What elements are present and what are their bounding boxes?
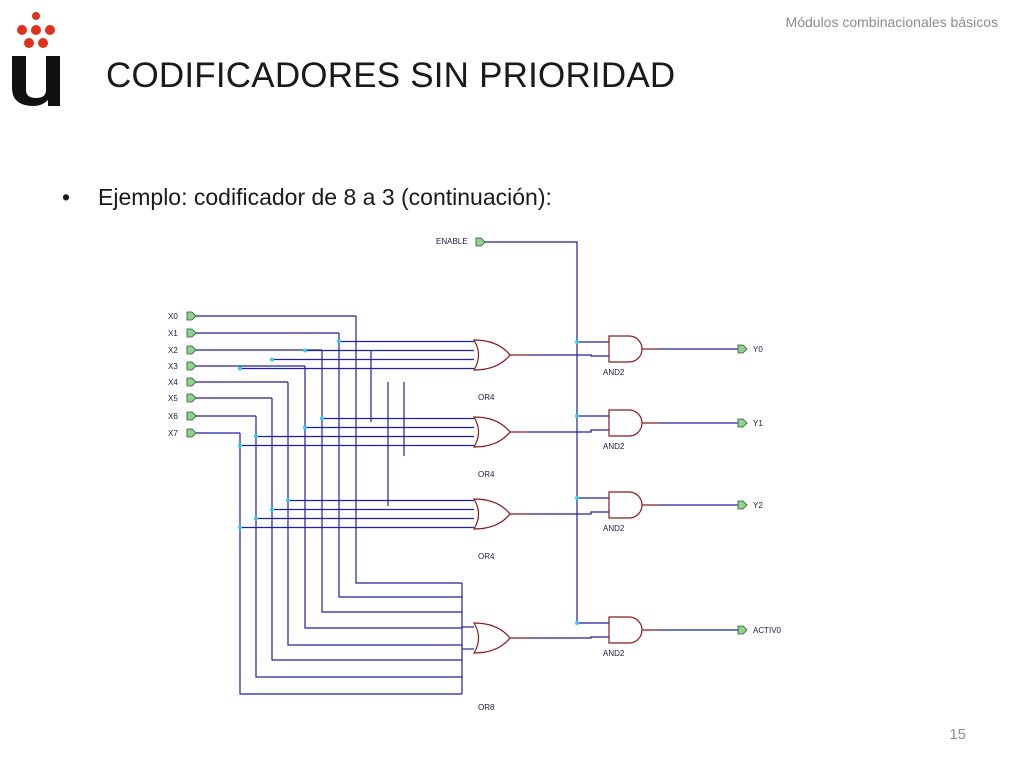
bullet-item: • Ejemplo: codificador de 8 a 3 (continua… bbox=[62, 184, 552, 211]
and-gate-label-2: AND2 bbox=[603, 442, 625, 451]
or-gate-label-1: OR4 bbox=[478, 393, 495, 402]
junction-node bbox=[238, 366, 242, 371]
junction-node bbox=[254, 516, 258, 521]
input-label-x1: X1 bbox=[168, 329, 178, 338]
or-to-and-wire bbox=[530, 636, 609, 639]
junction-node bbox=[254, 434, 258, 439]
input-label-x2: X2 bbox=[168, 346, 178, 355]
input-drop-wire bbox=[255, 416, 462, 678]
input-label-x0: X0 bbox=[168, 312, 178, 321]
wires bbox=[196, 241, 738, 695]
junction-node bbox=[303, 425, 307, 430]
junction-node bbox=[337, 339, 341, 344]
junction-node bbox=[320, 416, 324, 421]
and-gate-1 bbox=[608, 335, 643, 363]
or-to-and-wire bbox=[530, 354, 609, 357]
input-label-x3: X3 bbox=[168, 362, 178, 371]
labels: X0X1X2X3X4X5X6X7OR4OR4OR4OR8ENABLEAND2Y0… bbox=[168, 237, 782, 712]
and-gate-label-3: AND2 bbox=[603, 524, 625, 533]
input-drop-wire bbox=[304, 366, 462, 629]
input-drop-wire bbox=[321, 350, 462, 613]
junction-nodes bbox=[238, 339, 579, 625]
and-gate-label-1: AND2 bbox=[603, 368, 625, 377]
input-label-x4: X4 bbox=[168, 378, 178, 387]
university-logo bbox=[12, 12, 60, 106]
page-number: 15 bbox=[949, 726, 966, 743]
input-port-x1 bbox=[186, 328, 197, 338]
input-port-x3 bbox=[186, 361, 197, 371]
or-to-and-wire bbox=[530, 429, 609, 433]
or-gate-2 bbox=[472, 416, 511, 448]
input-drop-wire bbox=[338, 333, 462, 598]
input-label-x7: X7 bbox=[168, 429, 178, 438]
or-gate-label-3: OR4 bbox=[478, 552, 495, 561]
junction-node bbox=[286, 498, 290, 503]
or-gate-label-2: OR4 bbox=[478, 470, 495, 479]
bullet-icon: • bbox=[62, 184, 71, 210]
input-drop-wire bbox=[355, 316, 462, 584]
or-gate-3 bbox=[472, 498, 511, 530]
junction-node bbox=[270, 507, 274, 512]
page-title: CODIFICADORES SIN PRIORIDAD bbox=[106, 56, 676, 95]
junction-node bbox=[238, 525, 242, 530]
input-port-x5 bbox=[186, 393, 197, 403]
output-port-y1 bbox=[737, 418, 748, 428]
output-port-y2 bbox=[737, 500, 748, 510]
enable-label: ENABLE bbox=[436, 237, 468, 246]
input-drop-wire bbox=[271, 398, 462, 661]
output-label-activ0: ACTIV0 bbox=[753, 626, 782, 635]
or-gate-4 bbox=[472, 622, 511, 654]
input-drop-wire bbox=[239, 433, 462, 695]
junction-node bbox=[575, 621, 579, 625]
junction-node bbox=[270, 357, 274, 362]
and-gate-4 bbox=[608, 616, 643, 644]
input-port-x2 bbox=[186, 345, 197, 355]
input-port-x4 bbox=[186, 377, 197, 387]
junction-node bbox=[238, 443, 242, 448]
input-label-x6: X6 bbox=[168, 412, 178, 421]
or-gate-label-4: OR8 bbox=[478, 703, 495, 712]
junction-node bbox=[575, 414, 579, 418]
and-gate-3 bbox=[608, 491, 643, 519]
input-port-x6 bbox=[186, 411, 197, 421]
input-label-x5: X5 bbox=[168, 394, 178, 403]
enable-port bbox=[475, 237, 486, 247]
junction-node bbox=[575, 496, 579, 500]
or-gate-1 bbox=[472, 339, 511, 371]
ports bbox=[186, 237, 748, 635]
junction-node bbox=[575, 340, 579, 344]
and-gate-2 bbox=[608, 409, 643, 437]
output-label-y0: Y0 bbox=[753, 345, 763, 354]
gates bbox=[472, 335, 659, 654]
output-label-y1: Y1 bbox=[753, 419, 763, 428]
or-to-and-wire bbox=[530, 511, 609, 515]
output-port-activ0 bbox=[737, 625, 748, 635]
input-port-x0 bbox=[186, 311, 197, 321]
section-title: Módulos combinacionales básicos bbox=[785, 14, 998, 30]
input-port-x7 bbox=[186, 428, 197, 438]
output-label-y2: Y2 bbox=[753, 501, 763, 510]
and-gate-label-4: AND2 bbox=[603, 649, 625, 658]
bullet-text: Ejemplo: codificador de 8 a 3 (continuac… bbox=[98, 184, 552, 210]
junction-node bbox=[303, 348, 307, 353]
output-port-y0 bbox=[737, 344, 748, 354]
input-drop-wire bbox=[287, 382, 462, 646]
